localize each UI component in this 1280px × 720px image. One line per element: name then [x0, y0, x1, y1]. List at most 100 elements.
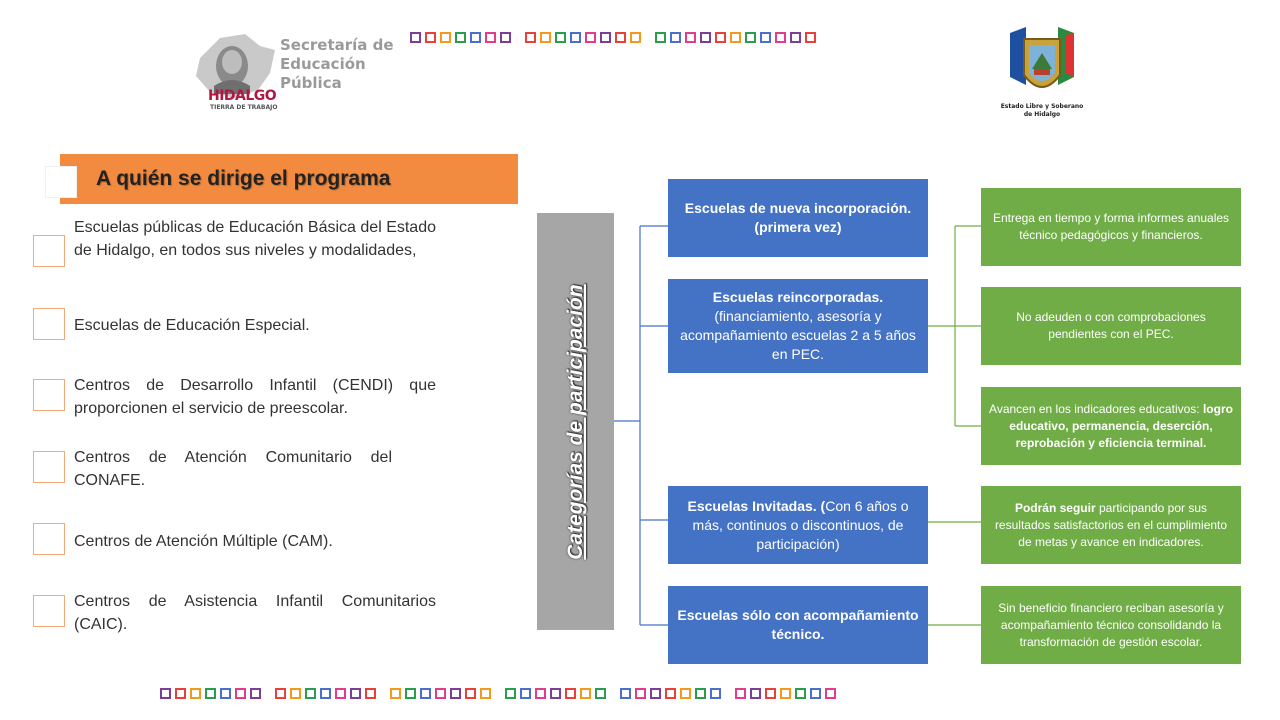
decorative-square	[250, 688, 261, 699]
decorative-square	[405, 688, 416, 699]
decorative-square	[595, 688, 606, 699]
checkbox-square-icon	[33, 523, 65, 555]
decorative-square	[500, 32, 511, 43]
list-item: Escuelas de Educación Especial.	[74, 317, 310, 334]
decorative-square	[790, 32, 801, 43]
category-technical-support-schools: Escuelas sólo con acompañamiento técnico…	[668, 586, 928, 664]
requirement-text: participando por sus resultados satisfac…	[994, 500, 1228, 549]
checkbox-square-icon	[33, 235, 65, 267]
header-square-icon	[45, 166, 77, 198]
decorative-square	[710, 688, 721, 699]
list-item: Centros de Atención Comunitario del CONA…	[74, 449, 392, 489]
list-item: Centros de Asistencia Infantil Comunitar…	[74, 593, 436, 633]
categories-root-label: Categorías de participación	[563, 283, 587, 560]
decorative-square	[205, 688, 216, 699]
decorative-square	[760, 32, 771, 43]
decorative-square	[175, 688, 186, 699]
decorative-square	[290, 688, 301, 699]
decorative-square	[680, 688, 691, 699]
requirement-box: No adeuden o con comprobaciones pendient…	[981, 287, 1241, 365]
requirement-highlight: logro educativo, permanencia, deserción,…	[1009, 401, 1233, 450]
decorative-square	[655, 32, 666, 43]
requirement-box: Sin beneficio financiero reciban asesorí…	[981, 586, 1241, 664]
requirement-text: No adeuden o con comprobaciones pendient…	[1016, 310, 1206, 341]
decorative-square	[585, 32, 596, 43]
requirement-box: Podrán seguir participando por sus resul…	[981, 486, 1241, 564]
decorative-square	[540, 32, 551, 43]
category-detail: (primera vez)	[754, 219, 842, 235]
sep-logo: Secretaría de Educación Pública HIDALGO …	[190, 28, 400, 116]
decorative-square	[825, 688, 836, 699]
decorative-strip-bottom	[160, 688, 836, 699]
decorative-square	[190, 688, 201, 699]
decorative-square	[465, 688, 476, 699]
category-invited-schools: Escuelas Invitadas. (Con 6 años o más, c…	[668, 486, 928, 564]
decorative-square	[795, 688, 806, 699]
decorative-square	[235, 688, 246, 699]
decorative-square	[365, 688, 376, 699]
decorative-square	[455, 32, 466, 43]
decorative-square	[435, 688, 446, 699]
category-new-schools: Escuelas de nueva incorporación. (primer…	[668, 179, 928, 257]
decorative-square	[810, 688, 821, 699]
category-detail: Con 6 años o más, continuos o discontinu…	[692, 497, 909, 552]
decorative-square	[565, 688, 576, 699]
requirement-text: Entrega en tiempo y forma informes anual…	[992, 211, 1230, 242]
section-header: A quién se dirige el programa	[45, 154, 518, 204]
decorative-square	[480, 688, 491, 699]
category-title: Escuelas de nueva incorporación.	[684, 200, 912, 216]
section-title: A quién se dirige el programa	[96, 167, 391, 190]
decorative-square	[425, 32, 436, 43]
decorative-square	[730, 32, 741, 43]
decorative-square	[440, 32, 451, 43]
checkbox-square-icon	[33, 595, 65, 627]
category-title: Escuelas reincorporadas.	[712, 289, 884, 305]
decorative-square	[450, 688, 461, 699]
decorative-square	[715, 32, 726, 43]
requirement-box: Avancen en los indicadores educativos: l…	[981, 387, 1241, 465]
decorative-square	[735, 688, 746, 699]
hidalgo-wordmark: HIDALGO	[208, 88, 277, 104]
decorative-square	[410, 32, 421, 43]
list-item: Escuelas públicas de Educación Básica de…	[74, 219, 436, 259]
decorative-square	[335, 688, 346, 699]
hidalgo-slogan: TIERRA DE TRABAJO	[210, 104, 278, 111]
decorative-strip-top	[410, 32, 816, 43]
category-reincorporated-schools: Escuelas reincorporadas. (financiamiento…	[668, 279, 928, 373]
decorative-square	[600, 32, 611, 43]
decorative-square	[745, 32, 756, 43]
decorative-square	[525, 32, 536, 43]
decorative-square	[765, 688, 776, 699]
requirement-box: Entrega en tiempo y forma informes anual…	[981, 188, 1241, 266]
decorative-square	[485, 32, 496, 43]
hidalgo-map-icon	[196, 34, 275, 98]
decorative-square	[520, 688, 531, 699]
category-title: Escuelas sólo con acompañamiento técnico…	[677, 607, 919, 642]
state-caption: Estado Libre y Soberano de Hidalgo	[1000, 103, 1084, 118]
list-item: Centros de Atención Múltiple (CAM).	[74, 533, 333, 550]
decorative-square	[160, 688, 171, 699]
decorative-square	[550, 688, 561, 699]
decorative-square	[750, 688, 761, 699]
decorative-square	[700, 32, 711, 43]
decorative-square	[305, 688, 316, 699]
list-item: Centros de Desarrollo Infantil (CENDI) q…	[74, 377, 436, 417]
decorative-square	[615, 32, 626, 43]
decorative-square	[775, 32, 786, 43]
decorative-square	[695, 688, 706, 699]
decorative-square	[650, 688, 661, 699]
decorative-square	[320, 688, 331, 699]
checkbox-square-icon	[33, 308, 65, 340]
decorative-square	[420, 688, 431, 699]
coat-of-arms-icon	[1010, 27, 1074, 88]
decorative-square	[620, 688, 631, 699]
decorative-square	[685, 32, 696, 43]
requirement-text: Sin beneficio financiero reciban asesorí…	[998, 600, 1224, 649]
decorative-square	[390, 688, 401, 699]
decorative-square	[555, 32, 566, 43]
decorative-square	[635, 688, 646, 699]
decorative-square	[580, 688, 591, 699]
decorative-square	[220, 688, 231, 699]
sep-name: Secretaría de Educación Pública	[280, 36, 394, 92]
decorative-square	[275, 688, 286, 699]
